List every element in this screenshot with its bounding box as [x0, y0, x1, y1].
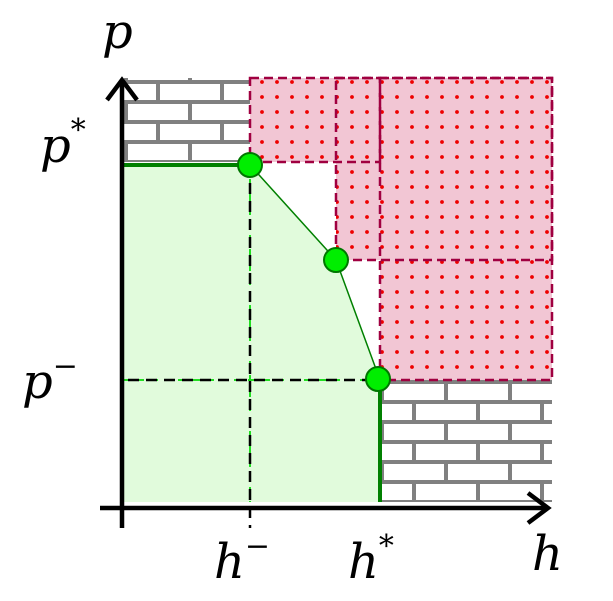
node-bottom — [365, 366, 391, 392]
h-minus-label: h− — [214, 529, 270, 590]
brick-wall-top-left — [122, 78, 250, 162]
guide-lines — [128, 165, 380, 528]
p-minus-label: p− — [22, 349, 78, 410]
horizontal-axis-arrowhead — [526, 491, 552, 525]
p-axis-label: p — [102, 4, 133, 60]
h-axis-label: h — [532, 526, 563, 582]
boundary-nodes — [237, 152, 391, 392]
node-top — [237, 152, 263, 178]
infeasible-region — [248, 76, 554, 382]
p-star-label: p* — [40, 113, 86, 174]
h-star-label: h* — [348, 529, 394, 590]
brick-wall-bottom-right — [380, 378, 552, 502]
axes — [100, 76, 552, 528]
vertical-axis-arrowhead — [105, 76, 139, 102]
node-middle — [323, 247, 349, 273]
